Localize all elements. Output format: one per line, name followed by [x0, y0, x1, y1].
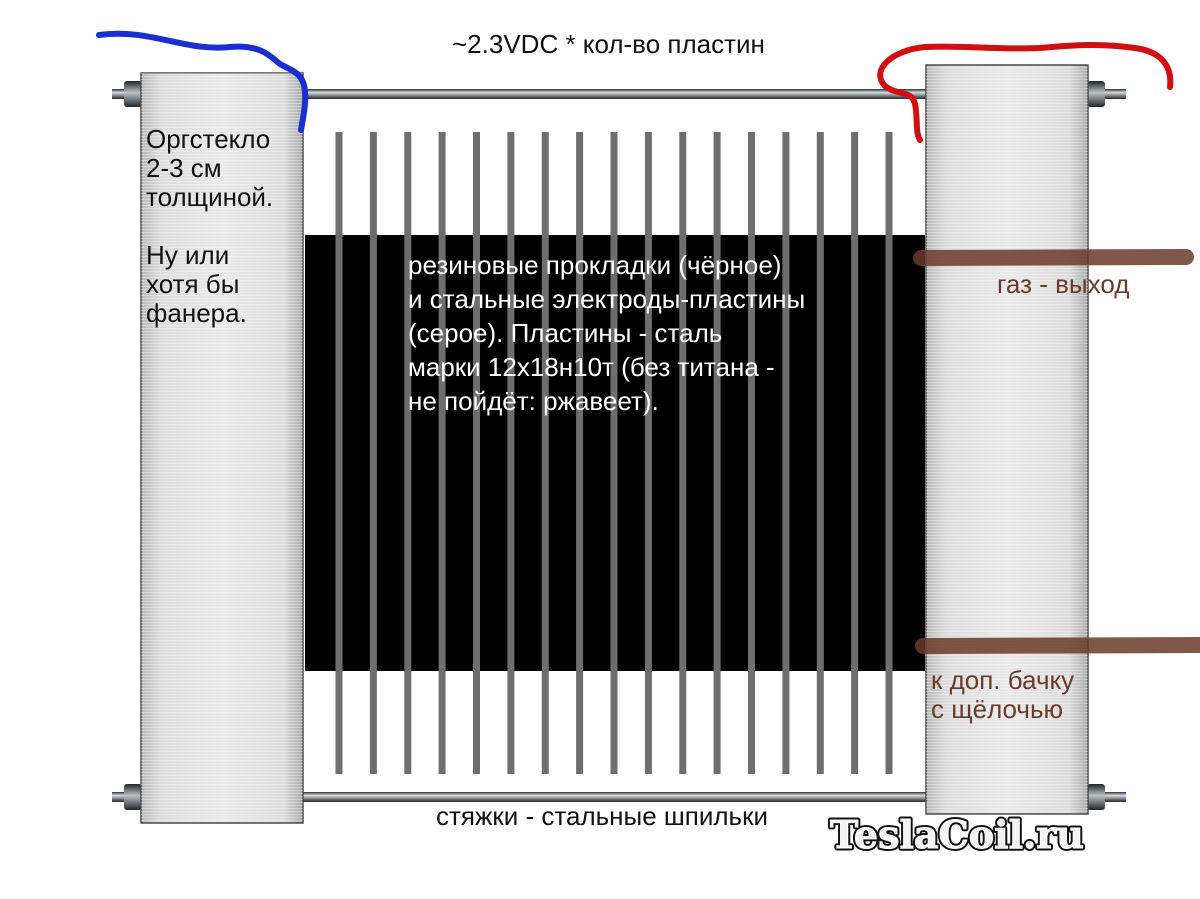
steel-plate: [404, 132, 412, 774]
steel-plate: [885, 132, 893, 774]
top-right-nut: [1087, 81, 1105, 107]
bottom-tie-rod: [112, 784, 1126, 810]
positive-wire: [877, 41, 1174, 143]
steel-plate: [438, 132, 446, 774]
right-end-panel: [925, 64, 1089, 815]
steel-plate: [782, 132, 790, 774]
steel-plate: [576, 132, 584, 774]
logo-text-outline: TeslaCoil.ru: [830, 812, 1084, 857]
steel-plate: [610, 132, 618, 774]
steel-plate: [541, 132, 549, 774]
steel-plate: [507, 132, 515, 774]
steel-plate: [473, 132, 480, 774]
steel-plate: [335, 132, 343, 774]
alkali-tank-tube: [915, 637, 1200, 654]
bottom-left-nut: [124, 784, 142, 810]
top-left-nut: [124, 81, 142, 107]
left-end-panel: [140, 72, 304, 824]
tie-rods-label: стяжки - стальные шпильки: [436, 801, 768, 831]
gas-outlet-label: газ - выход: [997, 269, 1130, 299]
negative-wire: [96, 30, 309, 133]
logo-text: TeslaCoil.ru: [830, 812, 1084, 857]
left-panel-label: Оргстекло 2-3 см толщиной. Ну или хотя б…: [146, 124, 274, 328]
steel-plate: [644, 132, 652, 774]
top-tie-rod: [112, 81, 1126, 107]
gas-outlet-tube: [913, 249, 1194, 266]
steel-plate: [851, 132, 859, 774]
steel-plate: [369, 132, 377, 774]
steel-plate: [713, 132, 721, 774]
center-description: резиновые прокладки (чёрное) и стальные …: [408, 250, 806, 416]
steel-plate: [816, 132, 824, 774]
steel-plate: [748, 132, 755, 774]
voltage-label: ~2.3VDC * кол-во пластин: [452, 29, 765, 59]
steel-plates: [335, 132, 893, 774]
steel-plate: [679, 132, 687, 774]
teslacoil-logo: TeslaCoil.ru TeslaCoil.ru: [828, 810, 1087, 860]
alkali-tank-label: к доп. бачку с щёлочью: [931, 665, 1075, 724]
bottom-right-nut: [1087, 784, 1105, 810]
